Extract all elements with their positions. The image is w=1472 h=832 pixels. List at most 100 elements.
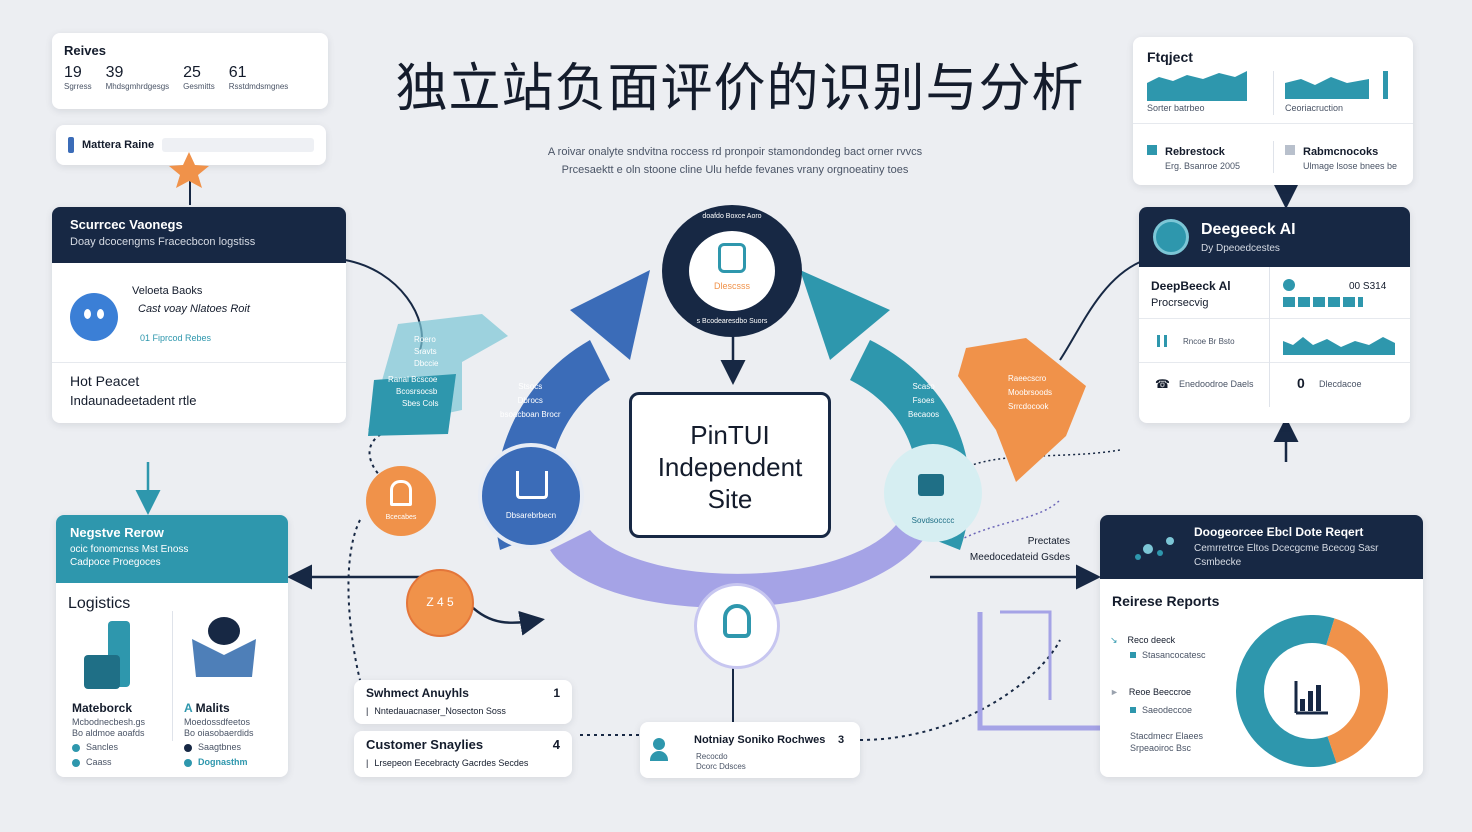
bottom-item-number: 3 [838, 734, 845, 746]
stat-label: Sgrress [64, 82, 92, 91]
ai-row3-icon: ☎ [1155, 377, 1170, 391]
product-subtitle: Indaunadeetadent rtle [70, 393, 197, 408]
sources-header-subtitle: Doay dcocengms Fracecbcon logstiss [70, 236, 256, 248]
bar-chart-icon [1294, 681, 1328, 715]
negative-header-sub1: ocic fonomcnss Mst Enoss [70, 544, 189, 555]
donut-segment-teal [1236, 615, 1337, 767]
left-node-label: Dbsarebrbecn [505, 511, 557, 520]
negative-review-card: Negstve Rerow ocic fonomcnss Mst Enoss C… [56, 515, 288, 777]
logistics-heading: Logistics [68, 595, 131, 612]
rating-indicator [68, 137, 74, 153]
right-column-sub: Moedossdfeetos [184, 717, 251, 727]
sources-header: Scurrcec Vaonegs Doay dcocengms Fracecbc… [52, 207, 346, 263]
stat-value: 61 [228, 64, 247, 81]
ai-row1-value: 00 S314 [1349, 281, 1387, 292]
list-item-number: 1 [553, 686, 560, 700]
left-column-title: Mateborck [72, 701, 133, 715]
ai-progress-bar [1283, 297, 1363, 307]
center-site-box: PinTUI Independent Site [629, 392, 831, 538]
bottom-item-sub: Dcorc Ddsces [696, 762, 746, 771]
list-item-title: Swhmect Anuyhls [366, 686, 469, 700]
bottom-node [694, 583, 780, 669]
bottom-item-card[interactable]: Notniay Soniko Rochwes 3 Recocdo Dcorc D… [640, 722, 860, 778]
report-item: Stacdmecr Elaees Srpeaoiroc Bsc [1130, 731, 1204, 753]
report-header: Doogeorcee Ebcl Dote Reqert Cemrretrce E… [1100, 515, 1423, 579]
report-donut-chart [1236, 615, 1388, 767]
user-icon [650, 738, 668, 761]
list-item-sub: |Lrsepeon Eecebracty Gacrdes Secdes [366, 758, 529, 768]
tools-icon [918, 474, 944, 496]
left-column-sub: Bo aldmoe aoafds [72, 728, 145, 738]
orange-ring-node: Z 4 5 [406, 569, 474, 637]
right-list-item: Dognasthm [184, 757, 248, 767]
stat-item: 39 Mhdsgmhrdgesgs [106, 64, 170, 91]
right-tag-shape [958, 338, 1086, 482]
list-item[interactable]: Customer Snaylies 4 |Lrsepeon Eecebracty… [354, 731, 572, 777]
left-column-sub: Mcbodnecbesh.gs [72, 717, 146, 727]
package-icon [84, 621, 130, 689]
center-line-1: PinTUI [690, 420, 770, 450]
products-label: Prectates Meedocedateid Gsdes [969, 536, 1070, 563]
project-bar-chart-2 [1285, 77, 1369, 99]
bottom-item-sub: Recocdo [696, 752, 728, 761]
project-title: Ftqject [1147, 49, 1193, 65]
right-list-item: Saagtbnes [184, 742, 241, 752]
ai-mini-icon [1157, 335, 1167, 347]
ai-dot [1283, 279, 1295, 291]
negative-header-sub2: Cadpoce Proegoces [70, 557, 161, 568]
project-bar-label: Ceoriacruction [1285, 103, 1344, 113]
ai-logo-icon [1153, 219, 1189, 255]
list-item-sub: |Nntedauacnaser_Nosecton Soss [366, 706, 506, 716]
top-node-inner: Dlescsss [689, 231, 775, 311]
right-node: Sovdsocccc [884, 444, 982, 542]
report-header-sub: Cemrretrce Eltos Dcecgcme Bcecog Sasr [1194, 543, 1379, 554]
ai-row2-label: Rncoe Br Bsto [1183, 337, 1235, 346]
orange-ring-label: Z 4 5 [426, 595, 454, 609]
profile-line: Cast voay Nlatoes Roit [138, 303, 250, 315]
ai-row3-icon: 0 [1297, 375, 1305, 391]
subtitle-line-2: Prcesaektt e oln stoone cline Ulu hefde … [561, 164, 909, 176]
product-title: Hot Peacet [70, 373, 140, 389]
ai-row-2: Rncoe Br Bsto [1139, 319, 1410, 363]
project-bar-chart-1 [1147, 71, 1247, 101]
lightbulb-icon [723, 604, 751, 638]
left-list-item: Sancles [72, 742, 118, 752]
chart-icon [516, 471, 548, 499]
stat-item: 19 Sgrress [64, 64, 92, 91]
negative-header: Negstve Rerow ocic fonomcnss Mst Enoss C… [56, 515, 288, 583]
center-line-2: Independent [657, 452, 803, 482]
left-tag-shape [368, 314, 508, 436]
left-node: Dbsarebrbecn [478, 443, 584, 549]
stat-value: 19 [64, 64, 82, 81]
left-tag-text: Roero Sravts Dbccie Ranal Bcscoe Bcosrso… [388, 335, 439, 408]
top-node-label: Dlescsss [713, 281, 750, 291]
report-card: Doogeorcee Ebcl Dote Reqert Cemrretrce E… [1100, 515, 1423, 777]
stat-value: 39 [105, 64, 124, 81]
ai-row1-title: DeepBeeck Al [1151, 279, 1231, 293]
stat-value: 25 [183, 64, 201, 81]
donut-segment-orange [1325, 618, 1388, 763]
negative-header-title: Negstve Rerow [70, 525, 164, 540]
ai-header: Deegeeck AI Dy Dpeoedcestes [1139, 207, 1410, 267]
database-icon [718, 243, 746, 273]
ai-row-1: DeepBeeck Al Procrsecvig 00 S314 [1139, 267, 1410, 319]
top-node-ring-text: doafdo Boxce Aoro [702, 213, 762, 220]
dots-icon [1135, 537, 1174, 560]
list-item[interactable]: Swhmect Anuyhls 1 |Nntedauacnaser_Nosect… [354, 680, 572, 724]
right-node-label: Sovdsocccc [911, 516, 955, 525]
ai-subtitle: Dy Dpeoedcestes [1201, 243, 1280, 254]
reviews-title: Reives [64, 43, 106, 58]
project-item: Rabmcnocoks Ulmage lsose bnees be [1285, 145, 1397, 171]
profile-name: Veloeta Baoks [132, 285, 203, 297]
bottom-item-title: Notniay Soniko Rochwes [694, 734, 826, 746]
stat-item: 61 Rsstdmdsmgnes [229, 64, 289, 91]
ai-wave-chart [1283, 337, 1395, 355]
page-title: 独立站负面评价的识别与分析 [395, 60, 1085, 118]
avatar [70, 293, 118, 341]
report-item: ↘Reco deeck Stasancocatesc [1110, 635, 1206, 660]
rating-track [162, 138, 314, 152]
